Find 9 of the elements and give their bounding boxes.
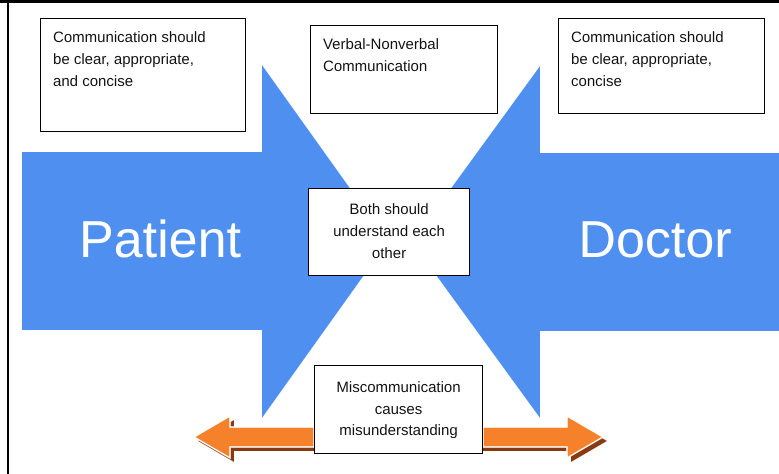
block-arrow — [482, 414, 607, 462]
arrow-label: Patient — [78, 214, 242, 266]
text-box: Communication should be clear, appropriate, and concise — [40, 18, 246, 132]
text-box: Miscommunication causes misunderstanding — [314, 365, 483, 454]
block-arrow — [192, 414, 315, 462]
text-box: Communication should be clear, appropriate, concise — [558, 18, 765, 114]
arrow-label: Doctor — [577, 214, 733, 266]
text-box: Verbal-Nonverbal Communication — [310, 25, 498, 114]
text-box: Both should understand each other — [308, 188, 470, 276]
